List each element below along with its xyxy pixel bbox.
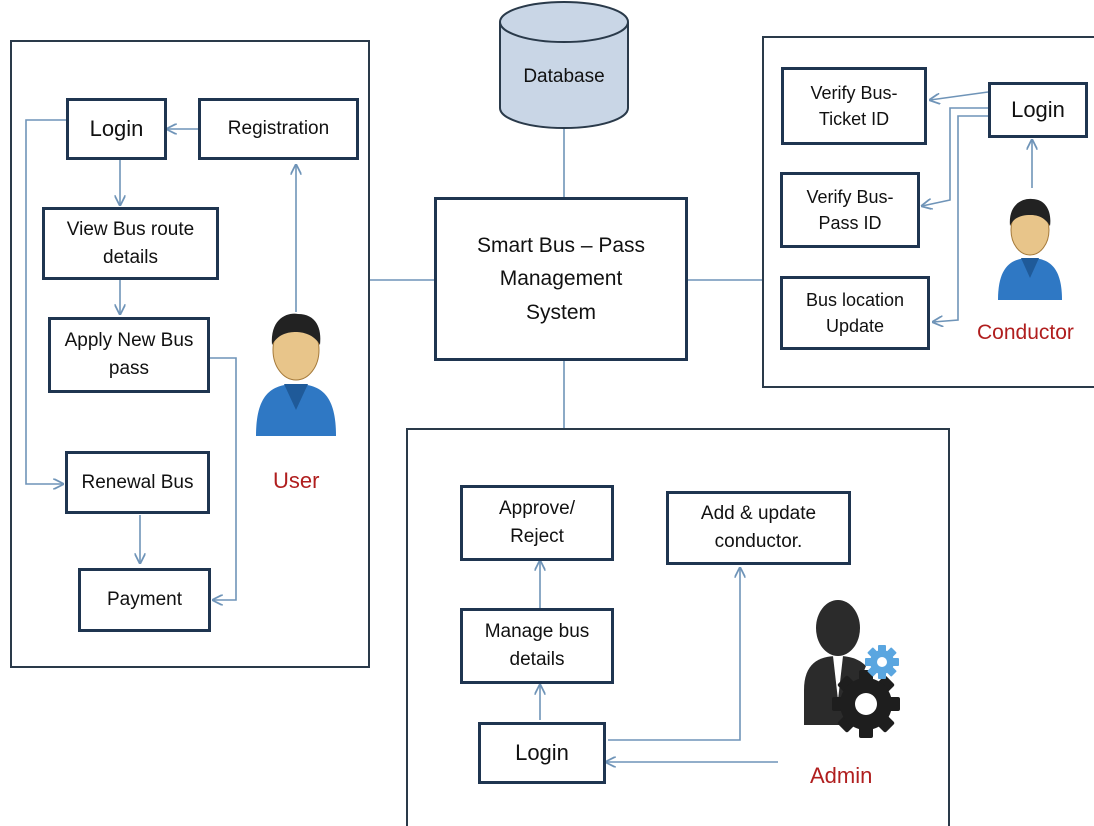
conductor-login-box: Login xyxy=(988,82,1088,138)
conductor-role-label: Conductor xyxy=(977,321,1074,344)
bus-location-update-box: Bus location Update xyxy=(780,276,930,350)
renewal-bus-box: Renewal Bus xyxy=(65,451,210,514)
apply-new-bus-pass-box: Apply New Bus pass xyxy=(48,317,210,393)
payment-box: Payment xyxy=(78,568,211,632)
user-registration-box: Registration xyxy=(198,98,359,160)
approve-reject-box: Approve/ Reject xyxy=(460,485,614,561)
view-bus-route-box: View Bus route details xyxy=(42,207,219,280)
user-login-box: Login xyxy=(66,98,167,160)
verify-pass-id-box: Verify Bus- Pass ID xyxy=(780,172,920,248)
admin-login-box: Login xyxy=(478,722,606,784)
database-label: Database xyxy=(523,66,605,87)
user-role-label: User xyxy=(273,468,320,493)
add-update-conductor-box: Add & update conductor. xyxy=(666,491,851,565)
system-box: Smart Bus – Pass Management System xyxy=(434,197,688,361)
manage-bus-details-box: Manage bus details xyxy=(460,608,614,684)
admin-role-label: Admin xyxy=(810,763,873,788)
verify-ticket-id-box: Verify Bus- Ticket ID xyxy=(781,67,927,145)
